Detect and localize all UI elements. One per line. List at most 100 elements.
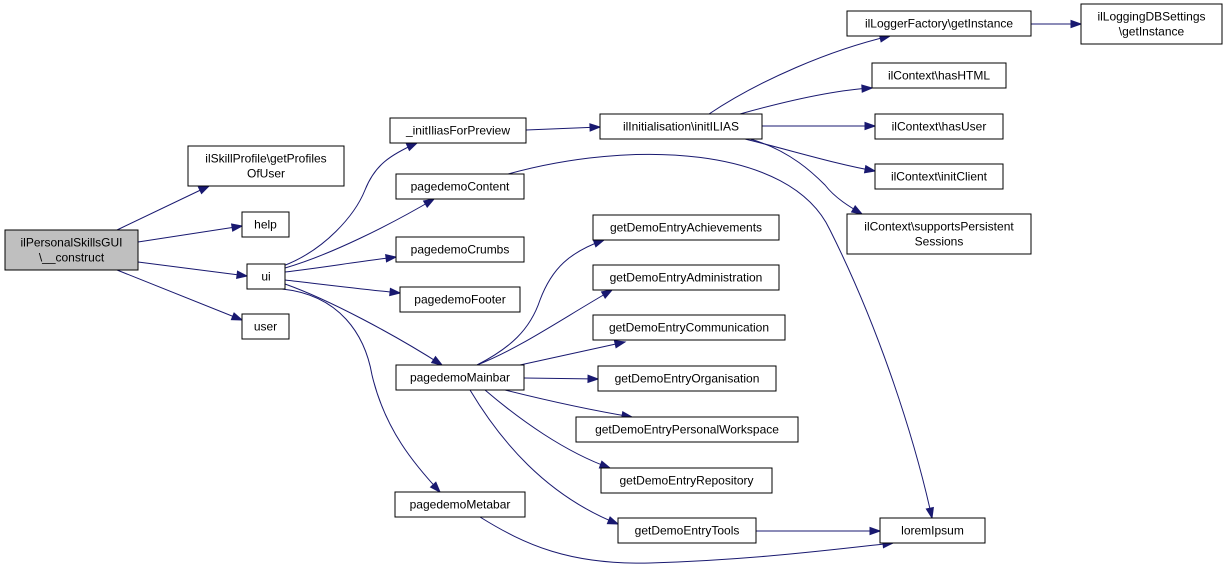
arrowhead-icon (863, 164, 877, 174)
node-label: \__construct (39, 251, 105, 265)
edge-line (284, 283, 443, 366)
node-logger-factory[interactable]: ilLoggerFactory\getInstance (846, 10, 1032, 37)
node-init-client[interactable]: ilContext\initClient (874, 163, 1004, 190)
edge-line (479, 516, 894, 564)
arrowhead-icon (850, 204, 864, 215)
node-box (597, 365, 777, 392)
node-entry-organisation[interactable]: getDemoEntryOrganisation (597, 365, 777, 392)
edge-line (708, 35, 891, 115)
node-label: ilSkillProfile\getProfiles (205, 152, 326, 166)
node-label: Sessions (915, 235, 964, 249)
node-entry-workspace[interactable]: getDemoEntryPersonalWorkspace (575, 416, 799, 443)
node-entry-communication[interactable]: getDemoEntryCommunication (592, 314, 786, 341)
edge-init-ilias-to-logger-factory (708, 34, 892, 115)
edge-ui-to-pagedemo-mainbar (284, 283, 444, 366)
nodes-layer: ilPersonalSkillsGUI\__construct ilSkillPr… (4, 3, 1223, 544)
edges-layer (116, 19, 1083, 564)
edge-line (281, 288, 441, 493)
edge-line (739, 87, 873, 115)
node-box (592, 264, 780, 291)
node-entry-administration[interactable]: getDemoEntryAdministration (592, 264, 780, 291)
node-label: ilInitialisation\initILIAS (623, 120, 739, 134)
edge-line (282, 142, 418, 267)
node-box (394, 491, 526, 518)
edge-line (469, 389, 619, 525)
node-logging-db[interactable]: ilLoggingDBSettings\getInstance (1080, 3, 1223, 45)
edge-init-ilias-preview-to-init-ilias (525, 123, 602, 132)
node-has-user[interactable]: ilContext\hasUser (874, 113, 1004, 140)
edge-line (284, 256, 397, 273)
node-box (241, 211, 290, 238)
arrowhead-icon (861, 84, 874, 93)
arrowhead-icon (230, 312, 244, 321)
node-label: pagedemoContent (411, 180, 510, 194)
node-label: OfUser (247, 167, 285, 181)
edge-line (137, 261, 248, 277)
edge-line (476, 289, 613, 366)
node-root[interactable]: ilPersonalSkillsGUI\__construct (4, 229, 139, 271)
edge-line (744, 138, 876, 172)
node-has-html[interactable]: ilContext\hasHTML (871, 62, 1007, 89)
edge-root-to-help (137, 223, 244, 243)
node-entry-tools[interactable]: getDemoEntryTools (617, 517, 757, 544)
node-label: ilContext\hasHTML (888, 69, 990, 83)
arrowhead-icon (197, 185, 211, 195)
arrowhead-icon (389, 287, 402, 297)
node-box (389, 117, 527, 144)
node-ui[interactable]: ui (246, 263, 286, 290)
edge-root-to-ui (137, 261, 249, 279)
edge-init-ilias-to-supports-sessions (749, 138, 864, 215)
arrowhead-icon (430, 355, 444, 366)
node-pagedemo-crumbs[interactable]: pagedemoCrumbs (395, 236, 525, 263)
edge-init-ilias-to-init-client (744, 138, 877, 174)
node-pagedemo-content[interactable]: pagedemoContent (395, 173, 525, 200)
node-label: getDemoEntryAdministration (610, 271, 763, 285)
edge-pagedemo-mainbar-to-entry-workspace (504, 389, 634, 420)
node-label: pagedemoCrumbs (411, 243, 510, 257)
arrowhead-icon (1070, 19, 1083, 29)
node-label: getDemoEntryPersonalWorkspace (595, 423, 779, 437)
edge-ui-to-pagedemo-crumbs (284, 254, 398, 273)
arrowhead-icon (405, 142, 419, 152)
arrowhead-icon (236, 270, 249, 279)
node-user[interactable]: user (241, 313, 290, 340)
node-label: user (254, 320, 277, 334)
arrowhead-icon (385, 254, 398, 263)
node-lorem-ipsum[interactable]: loremIpsum (879, 517, 986, 544)
edge-pagedemo-mainbar-to-entry-repository (484, 389, 612, 469)
node-pagedemo-metabar[interactable]: pagedemoMetabar (394, 491, 526, 518)
node-pagedemo-mainbar[interactable]: pagedemoMainbar (395, 364, 525, 391)
node-box (575, 416, 799, 443)
node-init-ilias[interactable]: ilInitialisation\initILIAS (599, 113, 763, 140)
node-box (874, 163, 1004, 190)
node-box (399, 286, 521, 313)
edge-line (284, 279, 401, 294)
node-label: ilPersonalSkillsGUI (20, 236, 122, 250)
node-box (871, 62, 1007, 89)
node-label: pagedemoMetabar (410, 498, 511, 512)
edge-pagedemo-content-to-lorem-ipsum (507, 153, 934, 520)
node-label: ilContext\supportsPersistent (864, 220, 1014, 234)
arrowhead-icon (869, 526, 882, 536)
node-label: pagedemoMainbar (410, 371, 510, 385)
edge-pagedemo-mainbar-to-entry-communication (519, 340, 627, 366)
arrowhead-icon (598, 460, 612, 469)
node-box (241, 313, 290, 340)
node-entry-repository[interactable]: getDemoEntryRepository (600, 467, 773, 494)
edge-pagedemo-mainbar-to-entry-tools (469, 389, 620, 525)
edge-line (523, 377, 599, 380)
edge-ui-to-pagedemo-metabar (281, 288, 442, 494)
arrowhead-icon (592, 239, 606, 248)
node-init-ilias-preview[interactable]: _initIliasForPreview (389, 117, 527, 144)
edge-init-ilias-to-has-html (739, 84, 874, 115)
node-label: pagedemoFooter (414, 293, 505, 307)
node-pagedemo-footer[interactable]: pagedemoFooter (399, 286, 521, 313)
node-box (846, 10, 1032, 37)
node-box (846, 213, 1032, 255)
node-help[interactable]: help (241, 211, 290, 238)
arrowhead-icon (589, 123, 602, 132)
edge-line (484, 389, 611, 469)
node-entry-achievements[interactable]: getDemoEntryAchievements (592, 214, 780, 241)
